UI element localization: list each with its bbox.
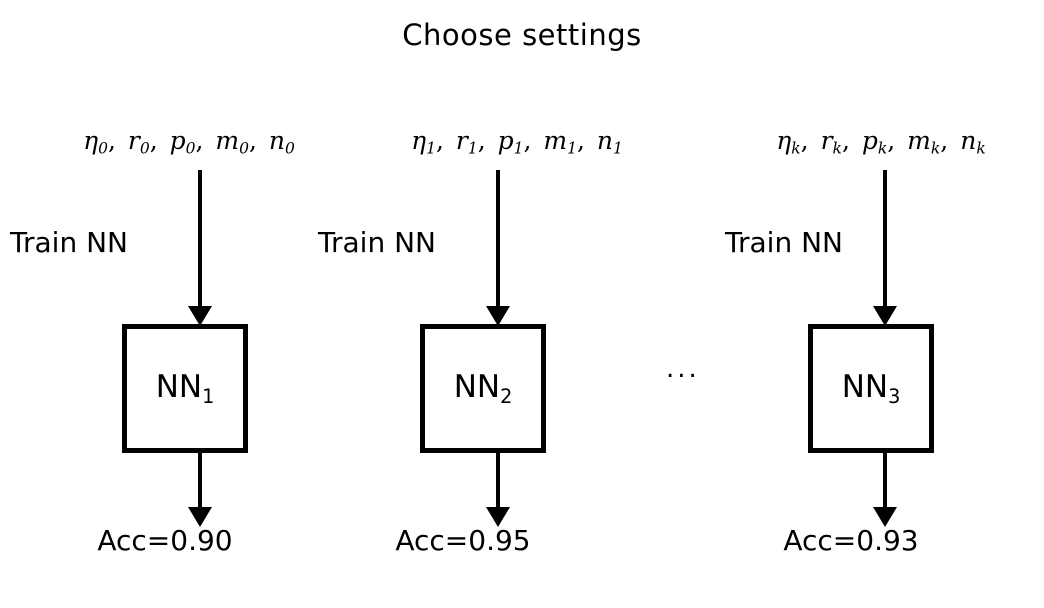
- pipeline-column-1: η1, r1, p1, m1, n1 Train NN NN2 Acc=0.95: [318, 0, 682, 608]
- down-arrow-out-of-box-0: [186, 453, 214, 529]
- param-symbol-eta: η1: [411, 126, 436, 158]
- accuracy-label-k: Acc=0.93: [783, 524, 919, 557]
- param-symbol-m: mk: [907, 126, 941, 158]
- param-symbol-m: m1: [543, 126, 577, 158]
- param-separator: ,: [577, 126, 597, 155]
- param-symbol-n: nk: [960, 126, 986, 158]
- down-arrow-out-of-box-1: [484, 453, 512, 529]
- param-separator: ,: [523, 126, 544, 155]
- nn-box-k[interactable]: NN3: [808, 324, 934, 453]
- param-separator: ,: [841, 126, 862, 155]
- arrow-head-icon: [873, 507, 897, 527]
- arrow-shaft: [198, 453, 202, 509]
- arrow-head-icon: [188, 507, 212, 527]
- pipeline-column-0: η0, r0, p0, m0, n0 Train NN NN1 Acc=0.90: [10, 0, 354, 608]
- param-symbol-eta: η0: [83, 126, 108, 158]
- arrow-shaft: [496, 453, 500, 509]
- down-arrow-into-box-0: [186, 170, 214, 326]
- nn-box-1[interactable]: NN2: [420, 324, 546, 453]
- param-separator: ,: [940, 126, 961, 155]
- param-symbol-p: pk: [861, 126, 888, 158]
- train-nn-label-k: Train NN: [725, 226, 843, 259]
- accuracy-label-0: Acc=0.90: [97, 524, 233, 557]
- nn-box-0[interactable]: NN1: [122, 324, 248, 453]
- param-symbol-m: m0: [215, 126, 249, 158]
- param-symbol-r: r0: [127, 126, 150, 158]
- down-arrow-out-of-box-k: [871, 453, 899, 529]
- nn-box-label-1: NN2: [453, 368, 513, 408]
- param-symbol-r: r1: [455, 126, 478, 158]
- arrow-head-icon: [188, 306, 212, 326]
- param-separator: ,: [435, 126, 456, 155]
- param-separator: ,: [149, 126, 170, 155]
- pipeline-column-k: ηk, rk, pk, mk, nk Train NN NN3 Acc=0.93: [716, 0, 1044, 608]
- param-separator: ,: [249, 126, 269, 155]
- param-separator: ,: [107, 126, 128, 155]
- arrow-head-icon: [873, 306, 897, 326]
- train-nn-label-0: Train NN: [10, 226, 128, 259]
- train-nn-label-1: Train NN: [318, 226, 436, 259]
- nn-box-label-k: NN3: [841, 368, 901, 408]
- page-title: Choose settings: [402, 18, 642, 52]
- arrow-shaft: [883, 453, 887, 509]
- param-symbol-n: n1: [596, 126, 623, 158]
- hyperparameters-label-k: ηk, rk, pk, mk, nk: [716, 128, 1044, 157]
- param-symbol-r: rk: [820, 126, 842, 158]
- accuracy-label-1: Acc=0.95: [395, 524, 531, 557]
- ellipsis-between-groups: ...: [666, 354, 700, 384]
- arrow-shaft: [198, 170, 202, 308]
- param-symbol-n: n0: [268, 126, 295, 158]
- hyperparameters-label-1: η1, r1, p1, m1, n1: [352, 128, 682, 157]
- arrow-shaft: [883, 170, 887, 308]
- param-symbol-p: p0: [169, 126, 196, 158]
- arrow-head-icon: [486, 507, 510, 527]
- param-separator: ,: [195, 126, 216, 155]
- hyperparameters-label-0: η0, r0, p0, m0, n0: [24, 128, 354, 157]
- arrow-shaft: [496, 170, 500, 308]
- param-symbol-p: p1: [497, 126, 524, 158]
- param-separator: ,: [477, 126, 498, 155]
- param-symbol-eta: ηk: [776, 126, 801, 158]
- nn-box-label-0: NN1: [155, 368, 215, 408]
- param-separator: ,: [887, 126, 908, 155]
- arrow-head-icon: [486, 306, 510, 326]
- down-arrow-into-box-1: [484, 170, 512, 326]
- param-separator: ,: [800, 126, 821, 155]
- down-arrow-into-box-k: [871, 170, 899, 326]
